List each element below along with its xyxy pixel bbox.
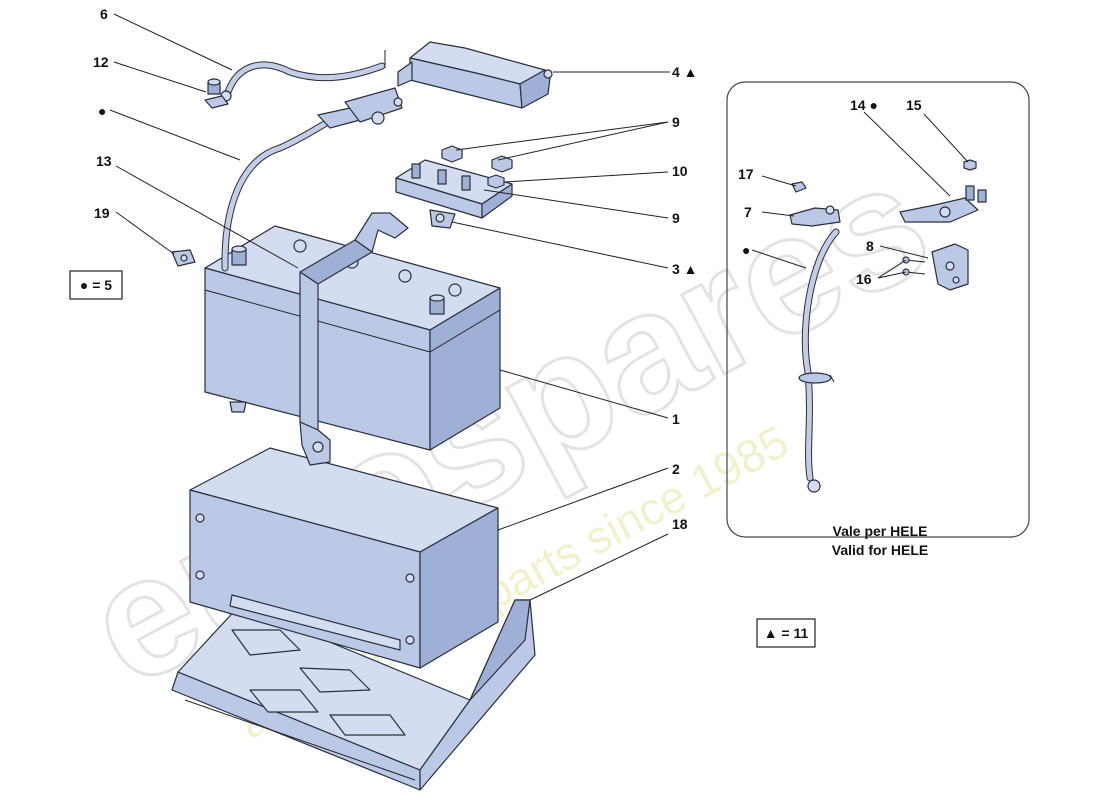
part-9-nuts — [441, 145, 513, 173]
part-8-inset-bracket — [931, 243, 969, 291]
legend-triangle: ▲ = 11 — [756, 618, 816, 648]
callout-15: 15 — [906, 97, 922, 113]
part-19-clip — [171, 249, 196, 267]
callout-7: 7 — [744, 204, 752, 220]
part-14-inset-terminal-lead — [899, 185, 987, 223]
part-10-nut — [487, 174, 505, 189]
part-12-nut — [204, 78, 229, 109]
inset-cable — [798, 228, 840, 493]
callout-10: 10 — [672, 163, 688, 179]
callout-labels: 6 12 ● 13 19 4 ▲ 9 10 9 3 ▲ 1 2 18 14 ● … — [93, 6, 922, 532]
part-17-inset-cap — [791, 181, 807, 193]
legend-triangle-text: ▲ = 11 — [764, 625, 809, 641]
callout-4: 4 ▲ — [672, 64, 698, 80]
callout-13: 13 — [96, 153, 112, 169]
part-6-ground-cable — [220, 50, 386, 102]
callout-2: 2 — [672, 461, 680, 477]
callout-3: 3 ▲ — [672, 261, 698, 277]
part-15-inset-nut — [963, 159, 977, 171]
callout-6: 6 — [100, 6, 108, 22]
inset-caption-it: Vale per HELE — [833, 523, 928, 539]
callout-19: 19 — [94, 205, 110, 221]
callout-16: 16 — [856, 271, 872, 287]
legend-dot: ● = 5 — [69, 270, 123, 300]
callout-12: 12 — [93, 54, 109, 70]
part-13-hold-down-strap — [299, 212, 409, 466]
legend-dot-text: ● = 5 — [80, 277, 112, 293]
hele-inset-frame — [726, 81, 1030, 538]
inset-caption-en: Valid for HELE — [832, 542, 928, 558]
part-18-battery-cradle — [171, 599, 536, 791]
part-5-main-cable — [221, 87, 403, 272]
part-2-battery-tray — [189, 447, 499, 669]
callout-8: 8 — [866, 238, 874, 254]
callout-dot-inset: ● — [742, 242, 750, 258]
part-4-terminal-cover — [397, 41, 553, 109]
part-7-inset-terminal — [789, 205, 841, 227]
callout-9-top: 9 — [672, 114, 680, 130]
callout-18: 18 — [672, 516, 688, 532]
part-16-inset-screws — [902, 256, 926, 276]
part-3-fuse-box — [395, 159, 513, 229]
leader-lines — [109, 13, 969, 601]
callout-14: 14 ● — [850, 97, 878, 113]
callout-dot: ● — [98, 103, 106, 119]
callout-9-bottom: 9 — [672, 210, 680, 226]
callout-1: 1 — [672, 411, 680, 427]
callout-17: 17 — [738, 166, 754, 182]
